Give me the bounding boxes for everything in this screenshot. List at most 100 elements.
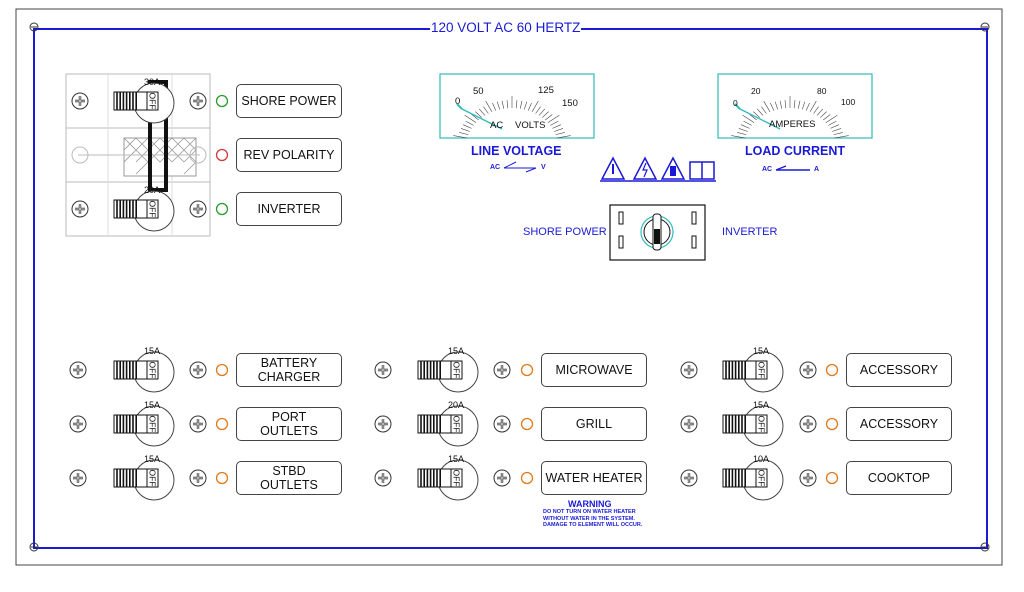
branch-status-led bbox=[825, 363, 839, 377]
branch-status-led bbox=[520, 471, 534, 485]
voltage-unit-ac: AC bbox=[490, 120, 504, 131]
branch-breaker-switch[interactable] bbox=[113, 459, 175, 501]
mounting-screw-icon bbox=[189, 200, 207, 218]
mounting-screw-icon bbox=[189, 361, 207, 379]
mounting-screw-icon bbox=[680, 361, 698, 379]
voltage-scale-label: 0 bbox=[455, 96, 461, 107]
mounting-screw-icon bbox=[71, 92, 89, 110]
mounting-screw-icon bbox=[493, 469, 511, 487]
breaker-off-text: OFF bbox=[756, 469, 767, 487]
warning-text: DO NOT TURN ON WATER HEATER WITHOUT WATE… bbox=[543, 509, 642, 529]
breaker-off-text: OFF bbox=[147, 361, 158, 379]
main-breaker-switch[interactable] bbox=[113, 190, 175, 232]
mounting-screw-icon bbox=[680, 469, 698, 487]
branch-breaker-switch[interactable] bbox=[113, 405, 175, 447]
breaker-off-text: OFF bbox=[451, 415, 462, 433]
branch-status-led bbox=[215, 471, 229, 485]
mounting-screw-icon bbox=[799, 415, 817, 433]
branch-status-led bbox=[520, 417, 534, 431]
main-label: INVERTER bbox=[236, 192, 342, 226]
mounting-screw-icon bbox=[69, 415, 87, 433]
line-voltage-title: LINE VOLTAGE bbox=[471, 144, 562, 158]
status-led bbox=[215, 94, 229, 108]
branch-breaker-switch[interactable] bbox=[113, 351, 175, 393]
branch-breaker-switch[interactable] bbox=[417, 459, 479, 501]
breaker-rating: 20A bbox=[448, 400, 465, 410]
breaker-off-text: OFF bbox=[147, 92, 158, 110]
breaker-rating: 30A bbox=[144, 77, 161, 87]
branch-label: STBD OUTLETS bbox=[236, 461, 342, 495]
mounting-screw-icon bbox=[69, 361, 87, 379]
breaker-rating: 15A bbox=[144, 454, 161, 464]
load-current-title: LOAD CURRENT bbox=[745, 144, 845, 158]
current-arrow-icon bbox=[775, 165, 810, 171]
branch-status-led bbox=[825, 417, 839, 431]
branch-breaker-switch[interactable] bbox=[417, 351, 479, 393]
branch-breaker-switch[interactable] bbox=[722, 459, 784, 501]
breaker-off-text: OFF bbox=[147, 200, 158, 218]
branch-breaker-switch[interactable] bbox=[722, 405, 784, 447]
breaker-off-text: OFF bbox=[756, 361, 767, 379]
breaker-off-text: OFF bbox=[451, 361, 462, 379]
breaker-rating: 20A bbox=[144, 185, 161, 195]
mounting-screw-icon bbox=[374, 361, 392, 379]
warning-title: WARNING bbox=[568, 499, 612, 509]
branch-label: WATER HEATER bbox=[541, 461, 647, 495]
selector-left-label: SHORE POWER bbox=[523, 226, 607, 238]
current-scale-label: 80 bbox=[817, 86, 827, 96]
corner-screw-icon bbox=[980, 542, 990, 552]
main-breaker-switch[interactable] bbox=[113, 82, 175, 124]
mounting-screw-icon bbox=[71, 200, 89, 218]
corner-screw-icon bbox=[980, 22, 990, 32]
voltage-scale-label: 125 bbox=[538, 85, 554, 96]
warning-line: DAMAGE TO ELEMENT WILL OCCUR. bbox=[543, 522, 643, 528]
mounting-screw-icon bbox=[374, 415, 392, 433]
status-led bbox=[215, 202, 229, 216]
mounting-screw-icon bbox=[799, 361, 817, 379]
source-selector-switch[interactable] bbox=[609, 204, 706, 261]
mounting-screw-icon bbox=[189, 92, 207, 110]
voltage-arrow-icon bbox=[503, 161, 537, 173]
branch-status-led bbox=[520, 363, 534, 377]
line-voltage-sub-right: V bbox=[541, 164, 546, 171]
line-voltage-sub-left: AC bbox=[490, 164, 501, 171]
current-scale-label: 100 bbox=[841, 97, 856, 107]
branch-label: ACCESSORY bbox=[846, 407, 952, 441]
voltage-unit-volts: VOLTS bbox=[515, 120, 546, 131]
electrical-hazard-warning-icon bbox=[600, 156, 626, 180]
voltage-scale-label: 150 bbox=[562, 98, 578, 109]
warning-line: WITHOUT WATER IN THE SYSTEM. bbox=[543, 515, 635, 522]
warning-icons bbox=[600, 156, 716, 182]
branch-breaker-switch[interactable] bbox=[417, 405, 479, 447]
breaker-rating: 15A bbox=[753, 346, 770, 356]
branch-status-led bbox=[825, 471, 839, 485]
shock-warning-icon bbox=[632, 156, 658, 180]
current-scale-label: 0 bbox=[733, 98, 738, 108]
fire-warning-icon bbox=[660, 156, 686, 180]
branch-status-led bbox=[215, 363, 229, 377]
breaker-rating: 15A bbox=[448, 346, 465, 356]
branch-label: ACCESSORY bbox=[846, 353, 952, 387]
breaker-rating: 15A bbox=[448, 454, 465, 464]
mounting-screw-icon bbox=[189, 415, 207, 433]
warning-line: DO NOT TURN ON WATER HEATER bbox=[543, 509, 636, 515]
breaker-off-text: OFF bbox=[147, 469, 158, 487]
branch-breaker-switch[interactable] bbox=[722, 351, 784, 393]
current-scale-label: 20 bbox=[751, 86, 761, 96]
panel-title: 120 VOLT AC 60 HERTZ bbox=[430, 20, 582, 35]
mounting-screw-icon bbox=[189, 469, 207, 487]
breaker-off-text: OFF bbox=[147, 415, 158, 433]
branch-label: MICROWAVE bbox=[541, 353, 647, 387]
corner-screw-icon bbox=[29, 542, 39, 552]
current-unit: AMPERES bbox=[769, 119, 816, 130]
manual-book-icon bbox=[689, 161, 715, 180]
selector-right-label: INVERTER bbox=[722, 226, 778, 238]
branch-label: BATTERY CHARGER bbox=[236, 353, 342, 387]
mounting-screw-icon bbox=[493, 415, 511, 433]
branch-label: GRILL bbox=[541, 407, 647, 441]
mounting-screw-icon bbox=[69, 469, 87, 487]
mounting-screw-icon bbox=[493, 361, 511, 379]
load-current-sub-left: AC bbox=[762, 166, 773, 173]
main-label: REV POLARITY bbox=[236, 138, 342, 172]
